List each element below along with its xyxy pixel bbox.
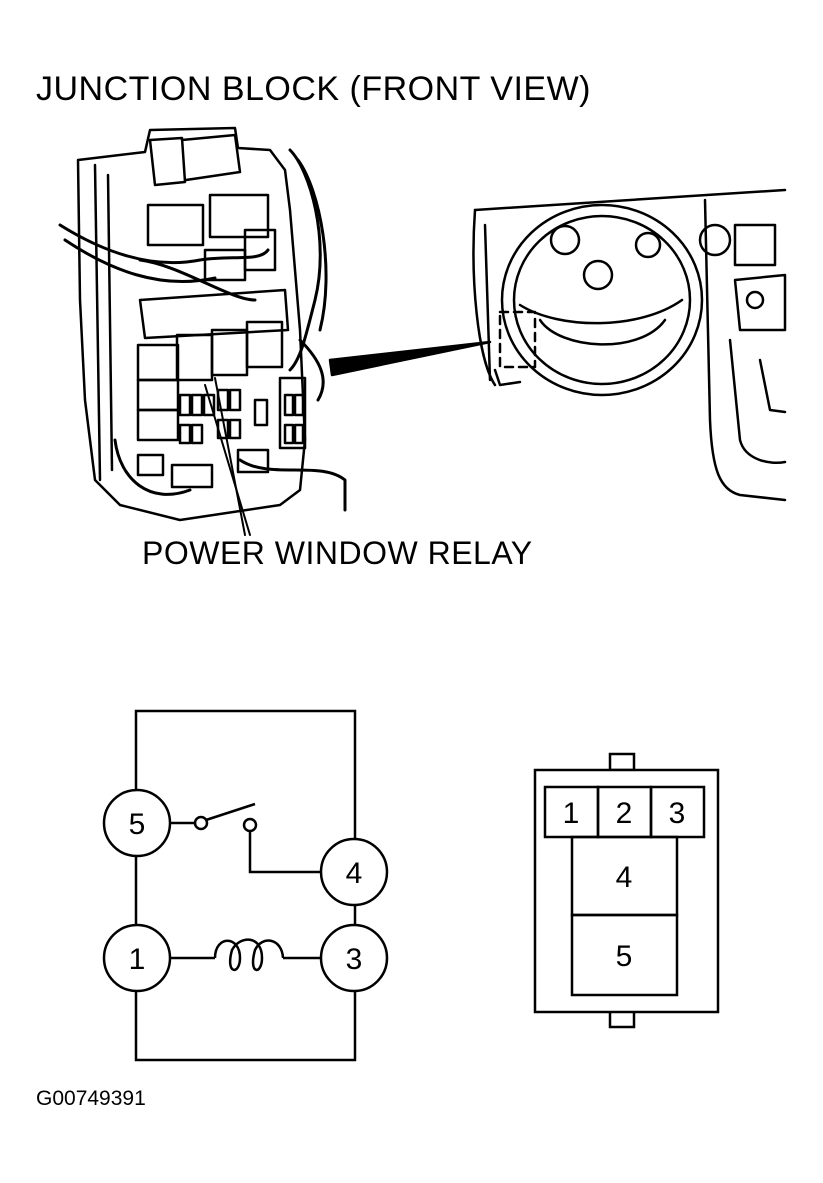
terminal-4-circle — [319, 837, 389, 907]
pin-5-label: 5 — [616, 940, 633, 973]
terminal-1-circle — [102, 923, 172, 993]
terminal-1-label: 1 — [129, 943, 146, 976]
pin-2-label: 2 — [616, 797, 633, 830]
power-window-relay-label: POWER WINDOW RELAY — [142, 535, 533, 571]
wiring-harness — [58, 148, 347, 512]
terminal-3-circle — [319, 923, 389, 993]
terminal-5-circle — [102, 788, 172, 858]
connector-top-tab — [608, 752, 636, 772]
callout-leader — [204, 377, 251, 536]
switch-to-terminal-4 — [248, 831, 322, 874]
coil-symbol — [213, 938, 285, 971]
switch-pivot — [193, 815, 209, 831]
terminal-5-label: 5 — [129, 808, 146, 841]
connector-bottom-tab — [608, 1009, 636, 1029]
figure-id: G00749391 — [36, 1087, 146, 1110]
diagram-title: JUNCTION BLOCK (FRONT VIEW) — [36, 70, 591, 108]
pin-5-cell — [570, 913, 679, 997]
upper-relays — [138, 193, 290, 340]
dashboard-illustration — [472, 188, 787, 502]
pointer-wedge — [328, 340, 492, 377]
pin-3-label: 3 — [669, 797, 686, 830]
connector-body — [533, 768, 720, 1014]
relay-bank — [136, 320, 307, 489]
terminal-3-label: 3 — [346, 943, 363, 976]
pin-4-label: 4 — [616, 861, 633, 894]
pin-1-label: 1 — [563, 797, 580, 830]
switch-blade — [205, 802, 256, 822]
terminal-4-label: 4 — [346, 857, 363, 890]
junction-block-housing — [76, 126, 307, 522]
